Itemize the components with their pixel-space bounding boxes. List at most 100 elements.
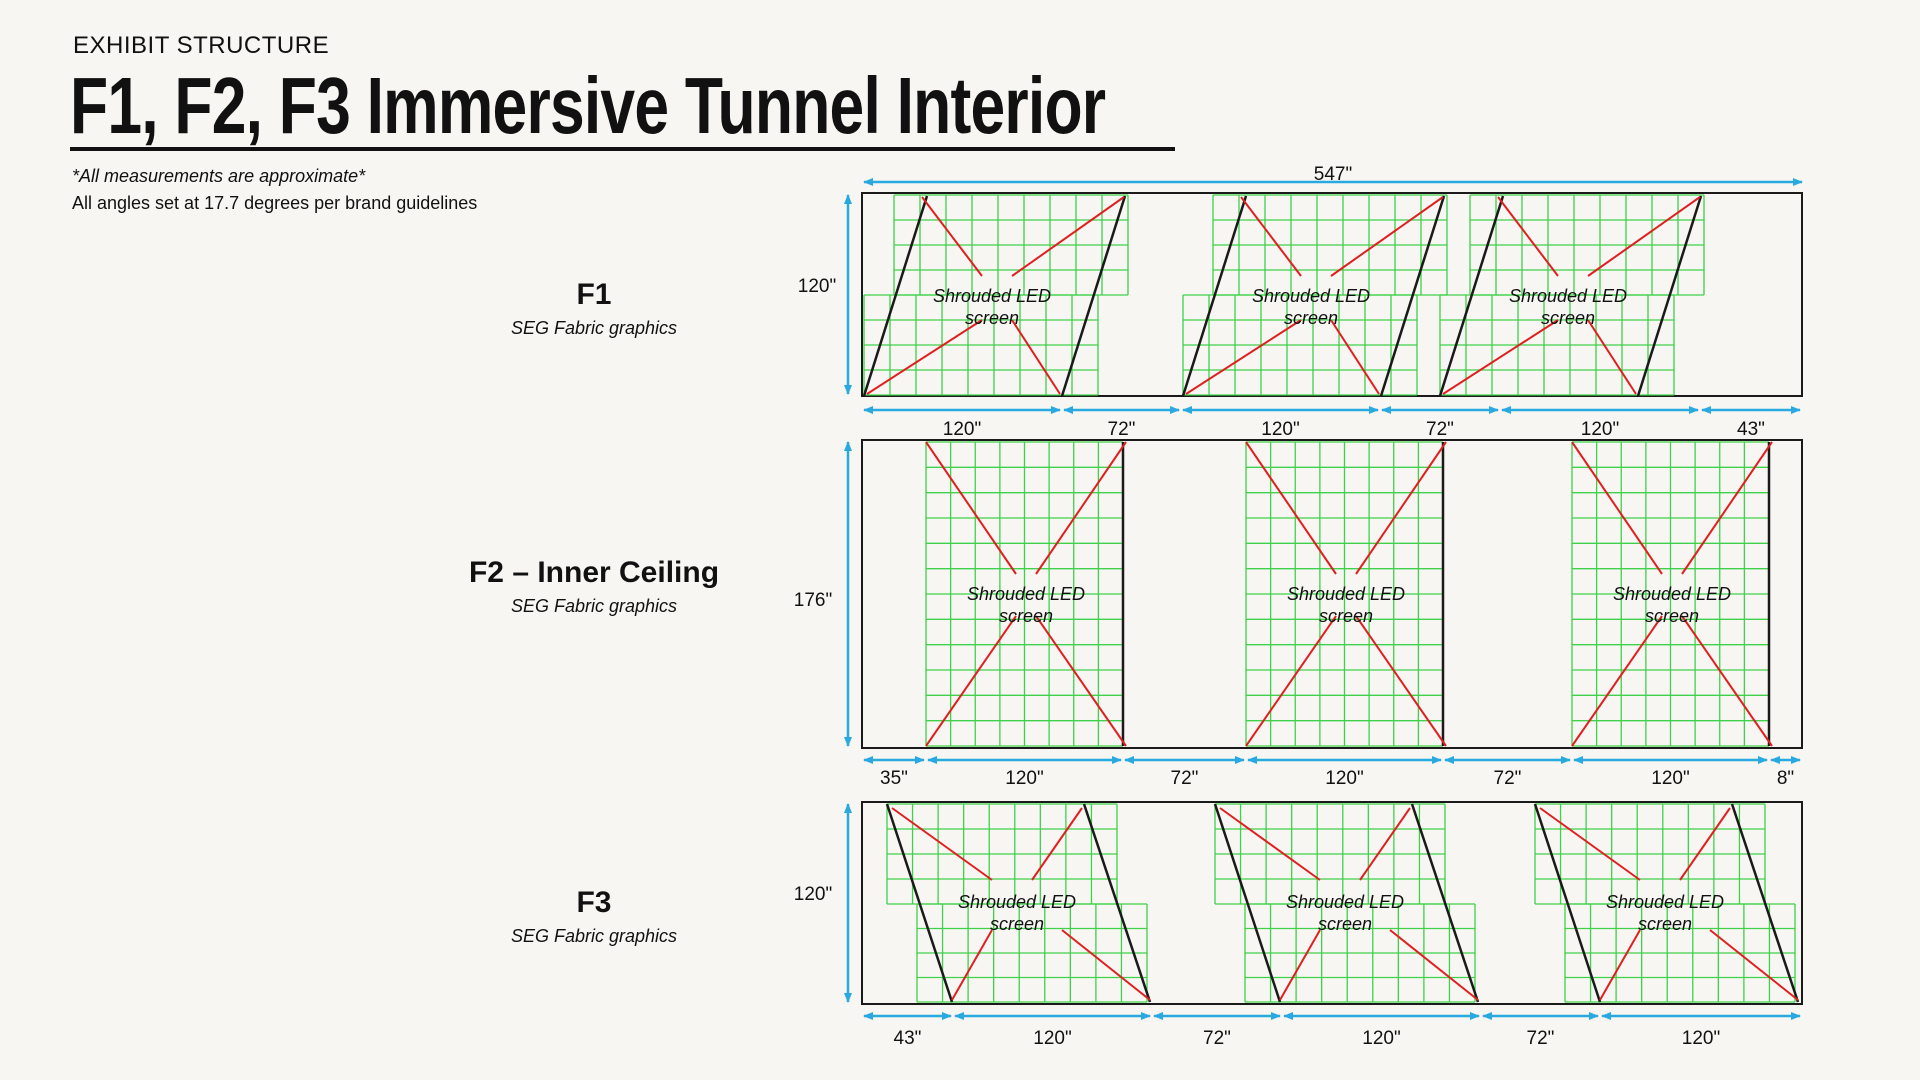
f1-width-dimension-label: 43" <box>1737 419 1765 440</box>
f3-grid-bottom <box>916 903 1148 1003</box>
cut-line <box>1571 615 1663 747</box>
f2-width-dimension-label: 72" <box>1171 768 1199 789</box>
f3-grid-top <box>886 803 1118 905</box>
frame-edge <box>1060 195 1127 397</box>
frame-edge <box>1213 803 1282 1003</box>
f3-grid-bottom <box>1564 903 1796 1003</box>
f3-height-dimension-label: 120" <box>794 884 832 905</box>
f2-width-dimension-label: 120" <box>1325 768 1363 789</box>
cut-line <box>921 196 983 277</box>
cut-line <box>1681 615 1773 747</box>
cut-line <box>1571 441 1663 575</box>
cut-line <box>891 807 993 881</box>
screen-label: Shrouded LED <box>967 584 1085 604</box>
screen-label-sub: screen <box>1541 308 1595 328</box>
screen-label: Shrouded LED <box>958 892 1076 912</box>
angle-note: All angles set at 17.7 degrees per brand… <box>72 193 478 213</box>
cut-line <box>1035 441 1127 575</box>
f1-grid-top <box>1469 194 1705 296</box>
measurement-note: *All measurements are approximate* <box>72 166 366 186</box>
f2-width-dimension-label: 72" <box>1494 768 1522 789</box>
f1-grid-top <box>893 194 1129 296</box>
f3-width-dimension-label: 72" <box>1203 1028 1231 1049</box>
screen-label: Shrouded LED <box>1509 286 1627 306</box>
f2-frame <box>861 439 1803 749</box>
frame-edge <box>1730 803 1800 1003</box>
f2-width-dimension-label: 120" <box>1005 768 1043 789</box>
section-kicker: EXHIBIT STRUCTURE <box>73 32 330 59</box>
cut-line <box>1185 319 1302 395</box>
cut-line <box>1219 807 1321 881</box>
screen-label-sub: screen <box>1318 914 1372 934</box>
cut-line <box>1587 319 1637 395</box>
cut-line <box>1061 929 1151 1001</box>
cut-line <box>1442 319 1559 395</box>
cut-line <box>1679 807 1731 881</box>
cut-line <box>1330 319 1380 395</box>
cut-line <box>1240 196 1302 277</box>
f3-sub: SEG Fabric graphics <box>510 926 678 946</box>
f3-grid-bottom <box>1244 903 1476 1003</box>
screen-label: Shrouded LED <box>1252 286 1370 306</box>
f1-sub: SEG Fabric graphics <box>510 318 678 338</box>
title-underline <box>70 147 1175 151</box>
screen-label: Shrouded LED <box>1286 892 1404 912</box>
cut-line <box>1279 929 1321 1001</box>
f3-width-dimension-label: 120" <box>1682 1028 1720 1049</box>
cut-line <box>1011 319 1061 395</box>
screen-label-sub: screen <box>999 606 1053 626</box>
cut-line <box>1245 441 1337 575</box>
cut-line <box>951 929 993 1001</box>
cut-line <box>1599 929 1641 1001</box>
frame-edge <box>1082 803 1152 1003</box>
f3-frame <box>861 801 1803 1005</box>
cut-line <box>1330 196 1444 277</box>
cut-line <box>1011 196 1125 277</box>
screen-label: Shrouded LED <box>1287 584 1405 604</box>
f1-width-dimension-label: 120" <box>1581 419 1619 440</box>
f3-width-dimension-label: 120" <box>1033 1028 1071 1049</box>
f1-grid-top <box>1212 194 1448 296</box>
f2-name: F2 – Inner Ceiling <box>468 556 720 589</box>
f3-width-dimension-label: 120" <box>1362 1028 1400 1049</box>
f2-width-dimension-label: 35" <box>880 768 908 789</box>
cut-line <box>925 615 1017 747</box>
f2-label: F2 – Inner Ceiling SEG Fabric graphics <box>424 556 764 617</box>
overall-width-dimension-label: 547" <box>1314 164 1352 185</box>
screen-label: Shrouded LED <box>1613 584 1731 604</box>
f2-sub: SEG Fabric graphics <box>510 596 678 616</box>
f2-width-dimension-label: 8" <box>1777 768 1794 789</box>
cut-line <box>1389 929 1479 1001</box>
screen-label-sub: screen <box>1319 606 1373 626</box>
f1-width-dimension-label: 72" <box>1108 419 1136 440</box>
f1-height-dimension-label: 120" <box>798 276 836 297</box>
frame-edge <box>1379 195 1446 397</box>
cut-line <box>1035 615 1127 747</box>
f1-width-dimension-label: 72" <box>1426 419 1454 440</box>
screen-label: Shrouded LED <box>1606 892 1724 912</box>
screen-label-sub: screen <box>965 308 1019 328</box>
screen-label-sub: screen <box>1638 914 1692 934</box>
cut-line <box>1587 196 1701 277</box>
f3-width-dimension-label: 72" <box>1527 1028 1555 1049</box>
cut-line <box>1681 441 1773 575</box>
frame-edge <box>1533 803 1602 1003</box>
frame-edge <box>1438 195 1505 397</box>
cut-line <box>1497 196 1559 277</box>
cut-line <box>1539 807 1641 881</box>
frame-edge <box>1636 195 1703 397</box>
f1-name: F1 <box>576 278 612 311</box>
cut-line <box>1355 441 1447 575</box>
cut-line <box>1031 807 1083 881</box>
f2-width-dimension-label: 120" <box>1651 768 1689 789</box>
f1-width-dimension-label: 120" <box>943 419 981 440</box>
screen-label-sub: screen <box>1645 606 1699 626</box>
f3-label: F3 SEG Fabric graphics <box>424 886 764 947</box>
f3-name: F3 <box>576 886 612 919</box>
frame-edge <box>862 195 929 397</box>
f1-label: F1 SEG Fabric graphics <box>424 278 764 339</box>
f1-width-dimension-label: 120" <box>1261 419 1299 440</box>
f3-grid-top <box>1534 803 1766 905</box>
screen-label-sub: screen <box>990 914 1044 934</box>
